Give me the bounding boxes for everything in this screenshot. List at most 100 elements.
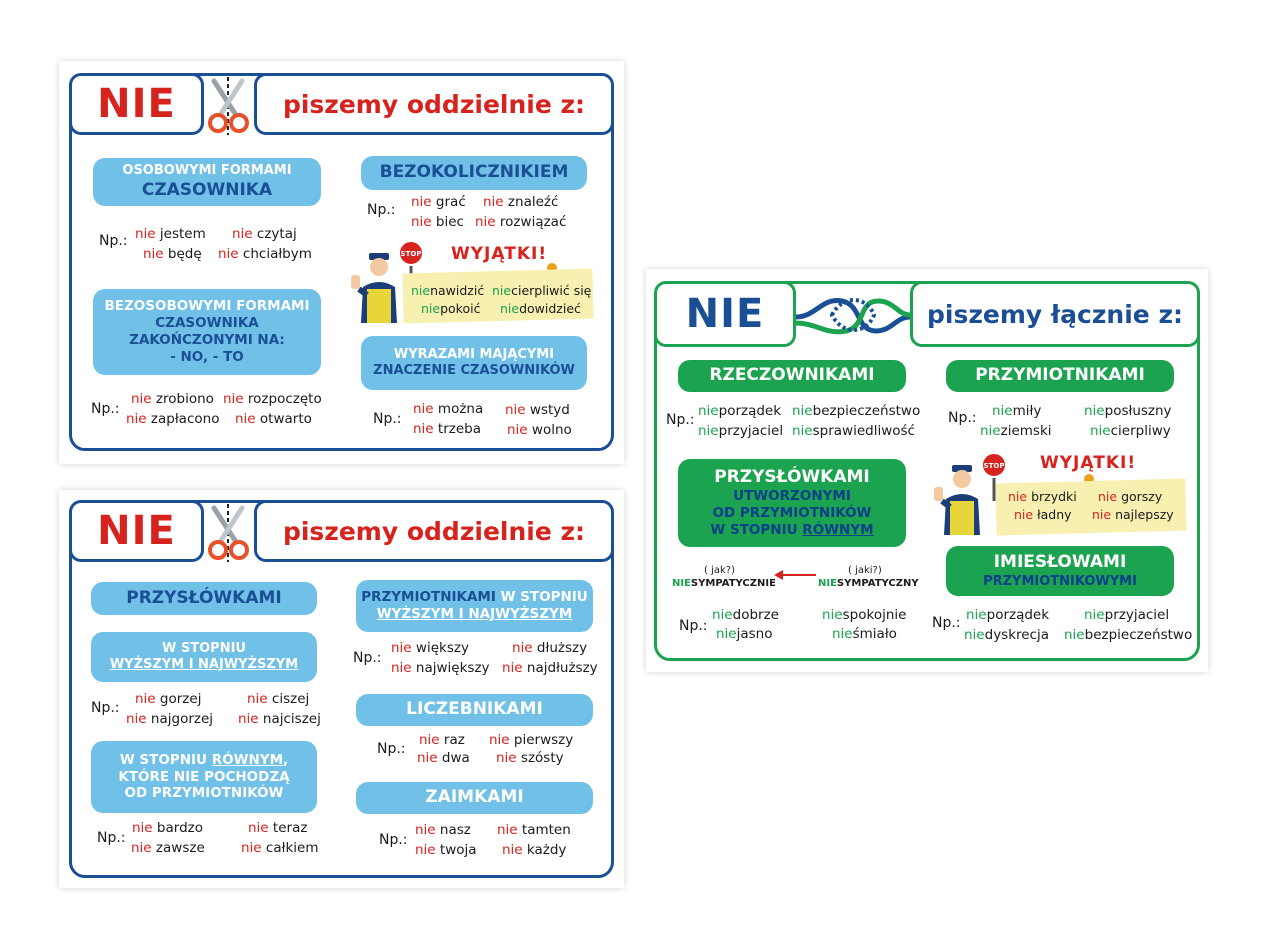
pill-przyslowkami: PRZYSŁÓWKAMI [91, 582, 317, 615]
pill-line: KTÓRE NIE POCHODZĄ [118, 768, 290, 785]
arrow-left-icon [774, 570, 816, 580]
pill-line: RZECZOWNIKAMI [709, 365, 875, 386]
example: nie twoja [415, 842, 477, 858]
example: nie rozwiązać [475, 214, 567, 230]
rope-knot-icon [796, 298, 910, 335]
pill-liczebnikami: LICZEBNIKAMI [356, 694, 593, 726]
example: nieprzyjaciel [698, 423, 784, 439]
heading-text: piszemy oddzielnie z: [282, 89, 586, 119]
example: nie brzydki [1008, 489, 1077, 504]
pill-w-stopniu-wyzszym: W STOPNIU WYŻSZYM I NAJWYŻSZYM [91, 632, 317, 682]
example: nie każdy [502, 842, 567, 858]
example: nie czytaj [232, 226, 297, 242]
pill-line: - NO, - TO [170, 348, 244, 365]
heading-text: piszemy łącznie z: [927, 299, 1183, 329]
example: nie chciałbym [218, 246, 312, 262]
np-label: Np.: [373, 411, 402, 427]
example: niepokoić [421, 301, 481, 316]
pill-w-stopniu-rownym: W STOPNIU RÓWNYM, KTÓRE NIE POCHODZĄ OD … [91, 741, 317, 813]
example: nie wstyd [505, 402, 570, 418]
wyjatki-label: WYJĄTKI! [451, 244, 548, 264]
example: nie raz [419, 732, 465, 748]
card-oddzielnie-2: NIE piszemy oddzielnie z: PRZYSŁÓWKAMI W… [59, 490, 624, 888]
pill-line: WYRAZAMI MAJĄCYMI [393, 346, 555, 362]
example: nie znaleźć [483, 194, 559, 210]
np-label: Np.: [377, 741, 406, 757]
example: nienawidzić [411, 283, 485, 298]
example-sympatycznie: NIESYMPATYCZNIE [672, 578, 776, 589]
example: niejasno [716, 626, 773, 642]
jak-label: ( jak?) [704, 565, 735, 576]
example: nie wolno [507, 422, 572, 438]
example: nie będę [143, 246, 202, 262]
pill-line: OD PRZYMIOTNIKÓW [124, 785, 284, 802]
card-oddzielnie-1: NIE piszemy oddzielnie z: OSOBOWYMI FORM… [59, 61, 624, 464]
pill-line: ZAIMKAMI [425, 787, 524, 808]
pill-line: CZASOWNIKA [155, 315, 259, 332]
example: nie gorzej [135, 691, 202, 707]
police-officer-icon: STOP [351, 240, 424, 323]
example: nie najciszej [238, 711, 321, 727]
pill-przyslowkami: PRZYSŁÓWKAMI UTWORZONYMI OD PRZYMIOTNIKÓ… [678, 459, 906, 547]
example: nie najdłuższy [502, 660, 598, 676]
example: nie szósty [496, 750, 564, 766]
example: nie zawsze [131, 840, 205, 856]
example: niedowidzieć [500, 301, 581, 316]
stop-sign-text: STOP [401, 250, 422, 258]
pill-osobowymi-formami: OSOBOWYMI FORMAMI CZASOWNIKA [93, 158, 321, 206]
np-label: Np.: [367, 202, 396, 218]
nie-title: NIE [685, 291, 765, 337]
nie-tab: NIE [654, 281, 796, 347]
pill-line: PRZYMIOTNIKOWYMI [983, 573, 1137, 589]
example: nie dłuższy [512, 640, 588, 656]
pill-imieslowami: IMIESŁOWAMI PRZYMIOTNIKOWYMI [946, 546, 1174, 596]
pill-line: W STOPNIU RÓWNYM, [119, 751, 289, 768]
np-label: Np.: [91, 401, 120, 417]
example: nie gorszy [1098, 489, 1163, 504]
pill-line: OSOBOWYMI FORMAMI [122, 163, 292, 179]
pill-line: W STOPNIU RÓWNYM [710, 522, 874, 539]
example: nie pierwszy [489, 732, 574, 748]
np-label: Np.: [379, 832, 408, 848]
pill-przymiotnikami-w-stopniu: PRZYMIOTNIKAMI W STOPNIU WYŻSZYM I NAJWY… [356, 580, 593, 632]
example: nie dwa [417, 750, 470, 766]
pill-line: PRZYSŁÓWKAMI [714, 467, 870, 488]
np-label: Np.: [679, 618, 708, 634]
pill-rzeczownikami: RZECZOWNIKAMI [678, 360, 906, 392]
example: niemiły [992, 403, 1042, 419]
example-sympatyczny: NIESYMPATYCZNY [818, 578, 919, 589]
example: nie biec [411, 214, 464, 230]
jaki-label: ( jaki?) [848, 565, 882, 576]
pill-wyrazami-majacymi: WYRAZAMI MAJĄCYMI ZNACZENIE CZASOWNIKÓW [361, 336, 587, 390]
example: nieprzyjaciel [1084, 607, 1170, 623]
pill-line: OD PRZYMIOTNIKÓW [712, 505, 872, 522]
pill-zaimkami: ZAIMKAMI [356, 782, 593, 814]
example: nie bardzo [132, 820, 203, 836]
example: nie można [413, 401, 484, 417]
example: nie całkiem [241, 840, 319, 856]
pill-line: WYŻSZYM I NAJWYŻSZYM [109, 657, 299, 672]
example: nie jestem [135, 226, 206, 242]
nie-tab: NIE [69, 500, 204, 562]
pill-line: ZAKOŃCZONYMI NA: [129, 332, 285, 348]
heading-tab: piszemy łącznie z: [910, 281, 1200, 347]
example: nie najlepszy [1092, 507, 1174, 522]
example: nie ładny [1014, 507, 1072, 522]
example: nie ciszej [247, 691, 310, 707]
nie-title: NIE [97, 81, 176, 127]
np-label: Np.: [948, 410, 977, 426]
np-label: Np.: [353, 650, 382, 666]
example: niesprawiedliwość [792, 423, 915, 439]
pill-line: W STOPNIU [162, 640, 246, 656]
example: nie rozpoczęto [223, 391, 322, 407]
example: nie trzeba [413, 421, 481, 437]
stop-sign-text: STOP [984, 462, 1005, 470]
nie-tab: NIE [69, 73, 204, 135]
pill-bezosobowymi: BEZOSOBOWYMI FORMAMI CZASOWNIKA ZAKOŃCZO… [93, 289, 321, 375]
example: nie największy [391, 660, 490, 676]
example: nie zrobiono [131, 391, 214, 407]
example: niespokojnie [822, 607, 907, 623]
pill-bezokolicznikiem: BEZOKOLICZNIKIEM [361, 156, 587, 190]
pill-line: WYŻSZYM I NAJWYŻSZYM [376, 606, 573, 622]
np-label: Np.: [932, 615, 961, 631]
